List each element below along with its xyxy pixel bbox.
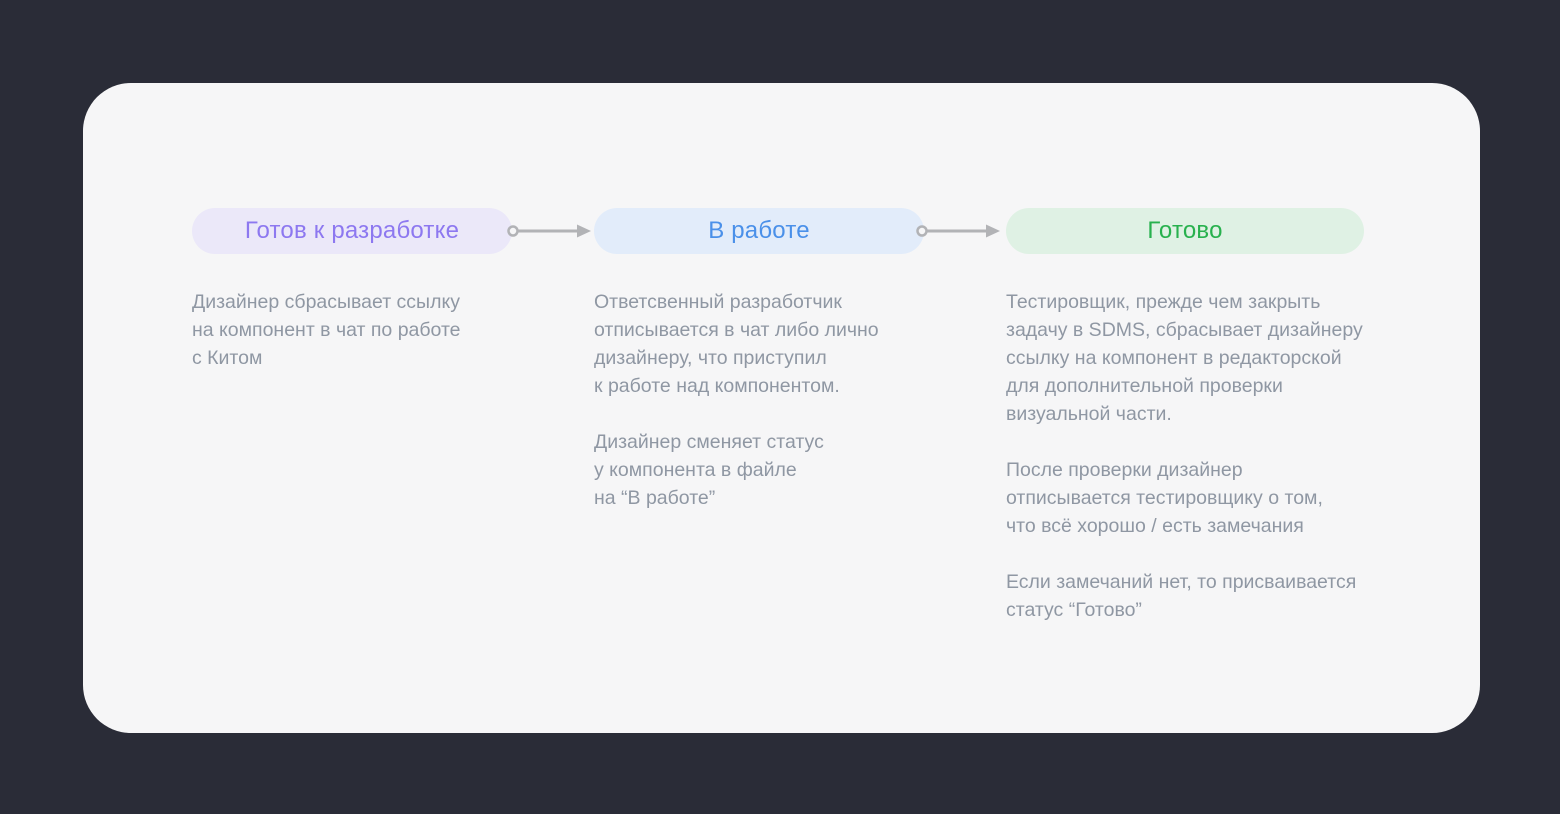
arrow-connector-icon	[507, 224, 591, 238]
status-badge-ready-for-development: Готов к разработке	[192, 208, 512, 254]
stage-paragraph: Если замечаний нет, то присваивается ста…	[1006, 571, 1357, 621]
status-badge-done: Готово	[1006, 208, 1364, 254]
stage-paragraph: После проверки дизайнер отписывается тес…	[1006, 459, 1323, 537]
workflow-card: Готов к разработке Дизайнер сбрасывает с…	[83, 83, 1480, 733]
status-badge-in-progress: В работе	[594, 208, 924, 254]
stage-paragraph: Дизайнер сбрасывает ссылку на компонент …	[192, 291, 461, 369]
stage-ready-for-development: Готов к разработке Дизайнер сбрасывает с…	[192, 208, 522, 372]
stage-paragraph: Ответсвенный разработчик отписывается в …	[594, 291, 879, 397]
stage-description: Ответсвенный разработчик отписывается в …	[594, 288, 934, 512]
stage-in-progress: В работе Ответсвенный разработчик отписы…	[594, 208, 934, 512]
stage-description: Дизайнер сбрасывает ссылку на компонент …	[192, 288, 522, 372]
stage-paragraph: Тестировщик, прежде чем закрыть задачу в…	[1006, 291, 1363, 425]
stage-paragraph: Дизайнер сменяет статус у компонента в ф…	[594, 431, 824, 509]
arrow-connector-icon	[916, 224, 1000, 238]
stage-description: Тестировщик, прежде чем закрыть задачу в…	[1006, 288, 1406, 624]
stage-done: Готово Тестировщик, прежде чем закрыть з…	[1006, 208, 1406, 624]
